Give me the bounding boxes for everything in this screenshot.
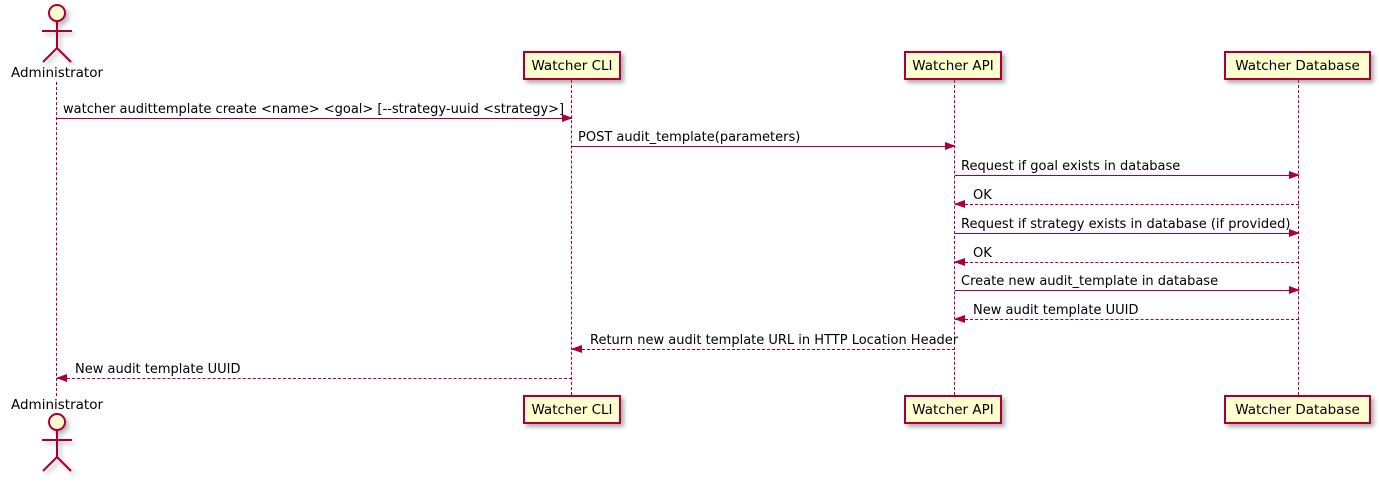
actor-label-administrator-top: Administrator	[10, 65, 104, 81]
message-label: Request if goal exists in database	[961, 159, 1181, 174]
message-label: watcher audittemplate create <name> <goa…	[63, 102, 565, 117]
actor-icon	[42, 413, 72, 472]
message-label: Return new audit template URL in HTTP Lo…	[590, 333, 959, 348]
participant-watcher-cli-top: Watcher CLI	[523, 51, 621, 80]
message-arrow	[955, 228, 1300, 237]
message-arrow	[954, 257, 1299, 266]
lifeline-administrator	[56, 82, 57, 396]
message-arrow	[571, 344, 955, 353]
message-label: Request if strategy exists in database (…	[961, 217, 1291, 232]
message-arrow	[954, 314, 1299, 323]
lifeline-watcher-database	[1298, 80, 1299, 395]
participant-watcher-database-top: Watcher Database	[1224, 51, 1371, 80]
participant-watcher-api-top: Watcher API	[904, 51, 1002, 80]
actor-figure-administrator-bottom	[34, 413, 80, 473]
message-arrow	[57, 113, 573, 122]
message-arrow	[56, 373, 572, 382]
message-label: OK	[973, 246, 992, 261]
participant-watcher-api-bottom: Watcher API	[904, 395, 1002, 424]
message-arrow	[955, 170, 1300, 179]
lifeline-watcher-api	[954, 80, 955, 395]
message-label: POST audit_template(parameters)	[578, 130, 801, 145]
actor-label-administrator-bottom: Administrator	[10, 397, 104, 413]
lifeline-watcher-cli	[571, 80, 572, 395]
message-label: OK	[973, 188, 992, 203]
actor-figure-administrator-top	[34, 4, 80, 64]
participant-watcher-cli-bottom: Watcher CLI	[523, 395, 621, 424]
actor-icon	[42, 4, 72, 63]
message-label: New audit template UUID	[75, 362, 241, 377]
message-label: Create new audit_template in database	[961, 274, 1219, 289]
message-arrow	[954, 199, 1299, 208]
participant-watcher-database-bottom: Watcher Database	[1224, 395, 1371, 424]
message-arrow	[572, 141, 956, 150]
message-arrow	[955, 285, 1300, 294]
message-label: New audit template UUID	[973, 303, 1139, 318]
